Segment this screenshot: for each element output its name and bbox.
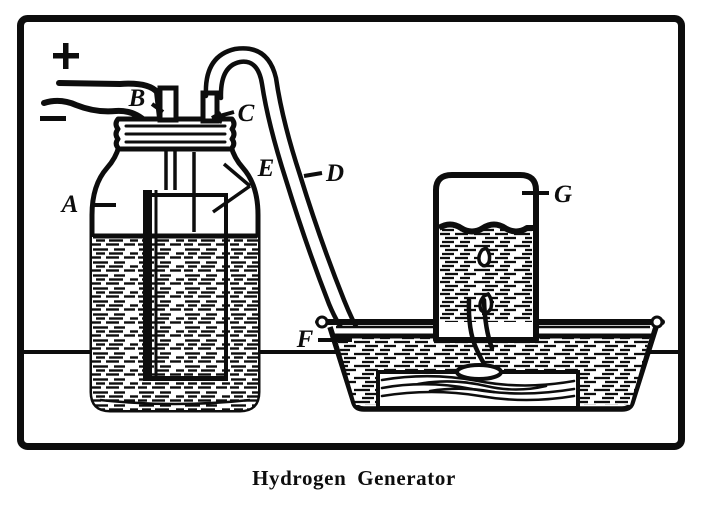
delivery-tube-outlet [200,90,220,124]
label-D: D [325,160,344,187]
generator-bottle [89,143,261,413]
gas-collecting-jar [433,172,539,343]
leader-line-D [303,171,323,178]
electrode-post [157,85,179,123]
leader-line-C [211,110,235,124]
label-B: B [128,85,146,112]
positive-sign-icon [53,43,79,69]
negative-sign-icon [40,116,66,121]
electrode-plates [143,150,228,381]
label-F: F [296,326,314,353]
figure-caption: Hydrogen Generator [252,466,456,490]
label-A: A [60,191,79,218]
figure-border [17,15,685,450]
label-G: G [554,181,572,208]
label-E: E [257,155,275,182]
leader-line-E [211,162,252,214]
positive-lead-wire [56,80,163,121]
label-C: C [238,100,255,127]
tube-inside-jar [455,297,503,381]
leader-line-B [150,102,165,114]
bottle-screw-cap [113,116,237,152]
